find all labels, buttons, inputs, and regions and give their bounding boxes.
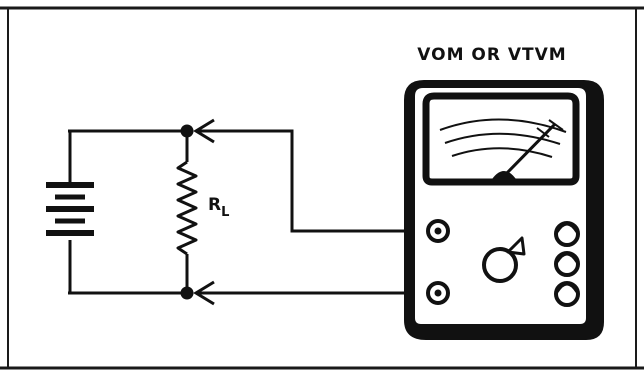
meter-dial-window [422, 92, 580, 186]
meter-buttons [554, 221, 580, 307]
resistor-label-main: R [208, 195, 221, 215]
probe-arrow-icon [193, 280, 215, 306]
jack-icon [426, 219, 450, 243]
node-top [180, 124, 194, 138]
battery-icon [46, 131, 94, 293]
jack-icon [426, 281, 450, 305]
knob-icon [482, 236, 526, 283]
meter-title: VOM OR VTVM [417, 45, 566, 65]
resistor-icon [176, 131, 198, 293]
probe-arrow-icon [193, 118, 215, 144]
meter-icon [404, 80, 604, 340]
probe-lead-top [198, 129, 430, 233]
resistor-label: RL [208, 195, 229, 220]
resistor-label-sub: L [221, 205, 229, 220]
needle-pivot [490, 171, 518, 182]
node-bottom [180, 286, 194, 300]
meter-needle [502, 122, 557, 178]
